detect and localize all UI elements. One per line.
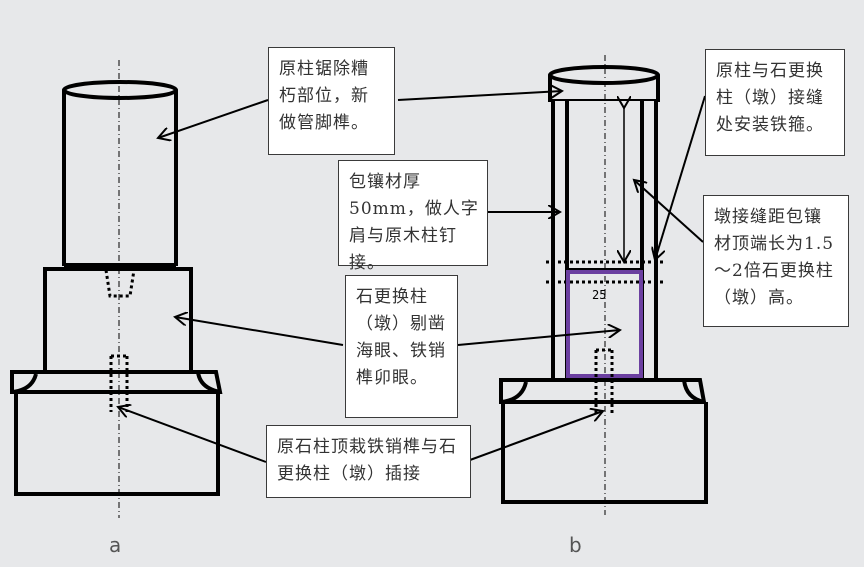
leader-saw-off-a xyxy=(158,99,269,138)
leader-stone-b xyxy=(457,330,620,346)
original-wood-column-a xyxy=(62,80,178,267)
panel-caption-a: a xyxy=(109,533,122,557)
leader-lines xyxy=(118,91,706,463)
callout-saw-off-rot: 原柱锯除糟朽部位，新做管脚榫。 xyxy=(268,47,395,155)
leader-pin-b xyxy=(469,411,603,461)
stone-replacement-block-b xyxy=(566,270,643,378)
dimension-mark: 25 xyxy=(592,288,606,302)
leader-hoop xyxy=(655,95,706,260)
iron-hoop-b xyxy=(546,260,664,284)
panel-caption-b: b xyxy=(569,533,582,557)
panel-a xyxy=(10,60,223,518)
callout-iron-hoop: 原柱与石更换柱（墩）接缝处安装铁箍。 xyxy=(705,49,845,156)
callout-stone-replacement: 石更换柱（墩）剔凿海眼、铁销榫卯眼。 xyxy=(345,275,458,418)
callout-joint-distance: 墩接缝距包镶材顶端长为1.5～2倍石更换柱（墩）高。 xyxy=(703,195,849,327)
leader-stone-a xyxy=(175,317,344,346)
stone-base-a xyxy=(10,370,223,496)
callout-cladding: 包镶材厚50mm，做人字肩与原木柱钉接。 xyxy=(338,160,488,273)
panel-b: 25 xyxy=(499,55,708,515)
callout-iron-pin: 原石柱顶栽铁销榫与石更换柱（墩）插接 xyxy=(266,425,471,498)
foot-tenon-a xyxy=(104,269,136,298)
stone-base-b xyxy=(499,378,708,504)
original-wood-column-b xyxy=(548,65,660,102)
leader-joint xyxy=(634,180,704,243)
iron-pin-a xyxy=(109,354,129,412)
leader-saw-off-b xyxy=(397,91,562,101)
leader-pin-a xyxy=(118,407,267,463)
